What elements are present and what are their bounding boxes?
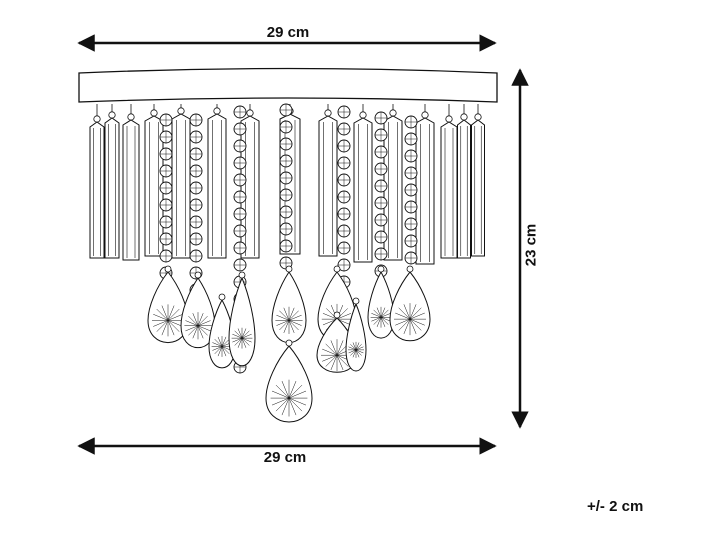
top-width-label: 29 cm	[266, 24, 310, 41]
teardrop-ring	[164, 265, 172, 273]
teardrop-ring	[352, 297, 360, 305]
crystal-rod	[457, 119, 471, 259]
teardrop-ring	[333, 265, 341, 273]
teardrop-facet	[271, 390, 307, 406]
rod-cap	[213, 107, 221, 115]
rod-cap	[474, 113, 482, 121]
teardrop-crystal	[367, 270, 395, 339]
teardrop-facet	[232, 333, 252, 343]
rod-cap	[421, 111, 429, 119]
teardrop-facet	[185, 320, 211, 332]
teardrop-ring	[285, 339, 293, 347]
teardrop-facet	[348, 346, 364, 354]
rod-cap	[150, 109, 158, 117]
bottom-width-label: 29 cm	[263, 449, 307, 466]
rod-cap	[246, 109, 254, 117]
crystal-rod	[122, 119, 140, 261]
canopy-bar	[78, 67, 498, 103]
teardrop-crystal	[228, 276, 256, 367]
teardrop-ring	[238, 271, 246, 279]
bead-strands	[159, 103, 418, 374]
crystal-rod	[318, 115, 338, 257]
teardrop-crystal	[345, 302, 367, 372]
rod-cap	[93, 115, 101, 123]
rod-cap	[359, 111, 367, 119]
crystal-rod	[104, 117, 120, 259]
height-label: 23 cm	[522, 223, 540, 267]
crystal-rod	[471, 119, 485, 257]
teardrop-facet	[153, 314, 183, 327]
teardrop-ring	[377, 265, 385, 273]
crystal-rod	[353, 117, 373, 263]
teardrop-ring	[333, 311, 341, 319]
rod-cap	[460, 113, 468, 121]
teardrop-facet	[395, 312, 425, 326]
rod-cap	[389, 109, 397, 117]
crystal-rod	[440, 121, 458, 259]
crystal-rod	[240, 115, 260, 259]
teardrop-facet	[212, 342, 232, 351]
rod-cap	[324, 109, 332, 117]
teardrop-crystals	[147, 265, 431, 423]
crystal-rod	[415, 117, 435, 265]
tolerance-label: +/- 2 cm	[587, 498, 644, 515]
rod-cap	[445, 115, 453, 123]
teardrop-ring	[194, 271, 202, 279]
crystal-rod	[171, 113, 191, 259]
teardrop-ring	[406, 265, 414, 273]
teardrop-facet	[371, 313, 391, 322]
crystal-rod	[89, 121, 105, 259]
rod-cap	[127, 113, 135, 121]
crystal-rod	[207, 113, 227, 259]
rod-cap	[108, 111, 116, 119]
teardrop-ring	[285, 265, 293, 273]
teardrop-facet	[276, 314, 302, 326]
teardrop-ring	[218, 293, 226, 301]
rod-cap	[177, 107, 185, 115]
